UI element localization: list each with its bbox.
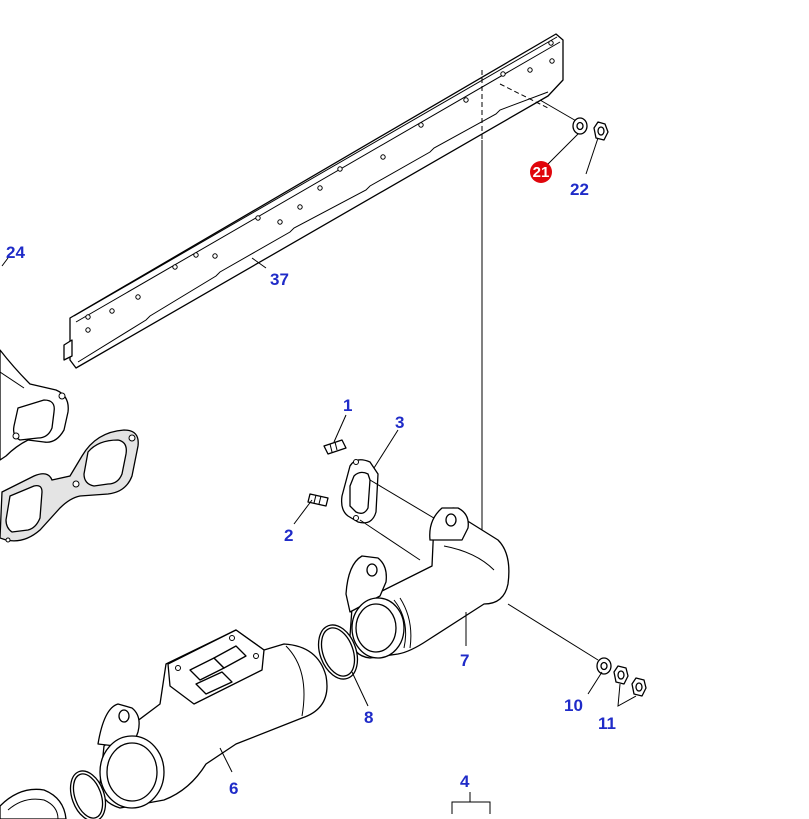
manifold-gasket[interactable] (0, 429, 139, 543)
stud-2[interactable] (307, 493, 329, 507)
callout-1[interactable]: 1 (343, 396, 352, 415)
nut-11a[interactable] (613, 665, 629, 685)
washer-10[interactable] (596, 657, 612, 675)
heat-shield-holes (85, 40, 555, 333)
elbow-pipe-7[interactable] (345, 507, 510, 659)
callout-2[interactable]: 2 (284, 526, 293, 545)
exhaust-pipe-6[interactable] (97, 629, 328, 809)
callout-21[interactable]: 21 (533, 164, 550, 181)
callout-8[interactable]: 8 (364, 708, 373, 727)
stud-1[interactable] (323, 439, 347, 455)
o-ring-lower[interactable] (64, 766, 112, 819)
o-ring-8[interactable] (312, 620, 365, 685)
callout-4[interactable]: 4 (460, 772, 470, 791)
nut-11b[interactable] (631, 677, 647, 697)
callout-21-highlighted[interactable]: 21 (530, 161, 552, 183)
callout-11[interactable]: 11 (598, 714, 616, 733)
leader-lines (1, 133, 637, 773)
callout-37[interactable]: 37 (270, 270, 289, 289)
callout-10[interactable]: 10 (564, 696, 583, 715)
flange-gasket-3[interactable] (340, 459, 379, 524)
callout-6[interactable]: 6 (229, 779, 238, 798)
heat-shield-plate[interactable] (63, 33, 564, 369)
highlight-marker (530, 161, 552, 183)
nut-22[interactable] (593, 121, 609, 141)
assembly-bracket-4 (451, 792, 491, 814)
pipe-end-lower[interactable] (0, 788, 67, 819)
callout-24[interactable]: 24 (6, 243, 25, 262)
callout-7[interactable]: 7 (460, 651, 469, 670)
washer-21[interactable] (572, 117, 588, 135)
callout-22[interactable]: 22 (570, 180, 589, 199)
callout-3[interactable]: 3 (395, 413, 404, 432)
exhaust-manifold-24[interactable] (0, 349, 69, 461)
